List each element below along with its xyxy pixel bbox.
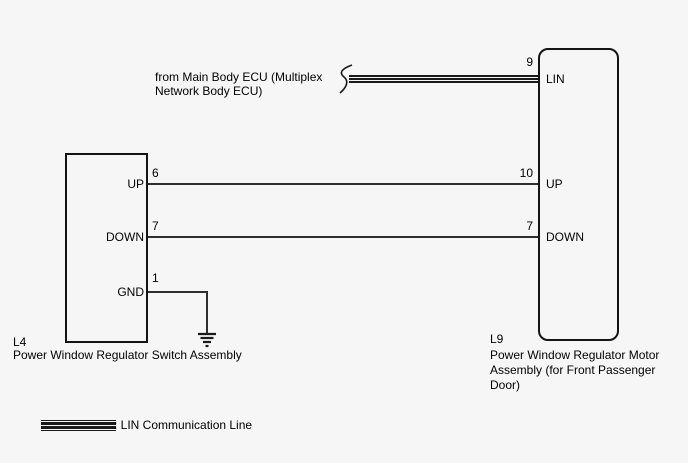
- right-component-name: Power Window Regulator Motor Assembly (f…: [490, 348, 659, 393]
- right-component-id: L9: [490, 332, 504, 346]
- pin-number-motor-up: 10: [519, 166, 533, 180]
- ecu-note-line1: from Main Body ECU (Multiplex: [155, 70, 323, 84]
- wire-gnd-vertical: [206, 291, 208, 333]
- pin-number-motor-lin: 9: [526, 55, 533, 69]
- motor-assembly-box: [538, 48, 619, 341]
- right-component-name-line2: Assembly (for Front Passenger: [490, 363, 656, 377]
- wire-break-icon: [339, 64, 353, 94]
- pin-number-switch-gnd: 1: [152, 271, 159, 285]
- ecu-source-note: from Main Body ECU (Multiplex Network Bo…: [155, 70, 322, 98]
- right-component-name-line1: Power Window Regulator Motor: [490, 348, 660, 362]
- switch-assembly-box: [65, 153, 148, 343]
- pin-number-switch-up: 6: [152, 166, 159, 180]
- legend-lin-line-icon: [41, 420, 116, 431]
- pin-number-switch-down: 7: [152, 219, 159, 233]
- pin-label-motor-up: UP: [546, 177, 563, 191]
- pin-label-switch-down: DOWN: [106, 230, 144, 244]
- legend-label: : LIN Communication Line: [114, 418, 253, 432]
- right-component-name-line3: Door): [490, 378, 521, 392]
- pin-label-switch-gnd: GND: [117, 285, 144, 299]
- wire-gnd-horizontal: [147, 291, 208, 293]
- left-component-name: Power Window Regulator Switch Assembly: [13, 348, 242, 362]
- pin-label-switch-up: UP: [127, 177, 144, 191]
- pin-label-motor-down: DOWN: [546, 230, 584, 244]
- lin-bus-wire: [349, 75, 538, 83]
- ground-icon: [198, 332, 216, 348]
- pin-label-motor-lin: LIN: [546, 72, 565, 86]
- pin-number-motor-down: 7: [526, 219, 533, 233]
- wire-up: [148, 183, 538, 185]
- wire-down: [148, 236, 538, 238]
- ecu-note-line2: Network Body ECU): [155, 84, 263, 98]
- left-component-id: L4: [13, 335, 27, 349]
